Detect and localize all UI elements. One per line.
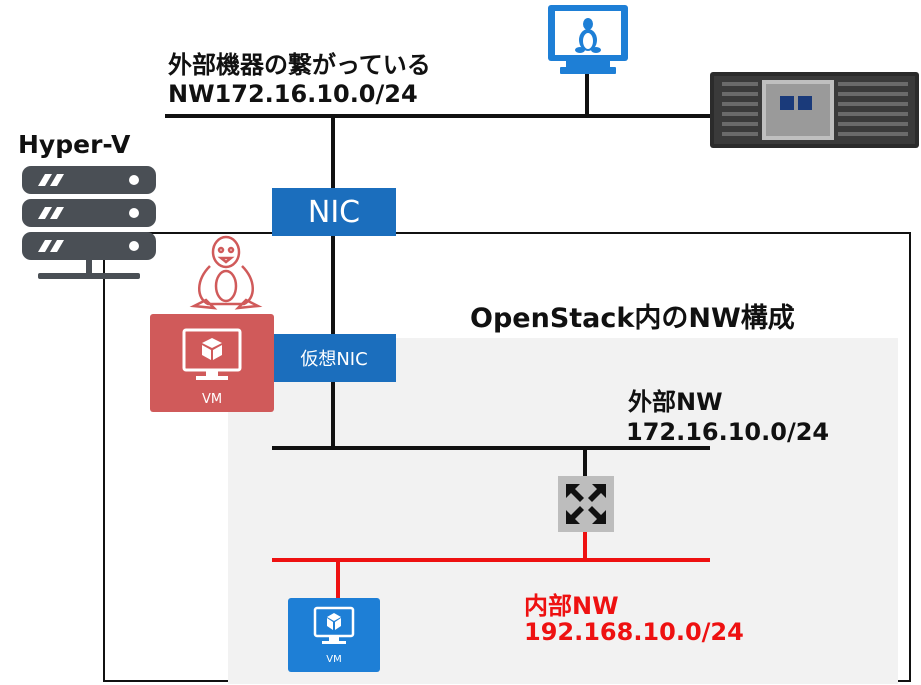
internal-network-subnet: 192.168.10.0/24	[524, 618, 744, 646]
linux-penguin-icon	[189, 235, 263, 310]
router-uplink-line	[583, 448, 587, 478]
storage-appliance-icon	[710, 72, 919, 148]
nic-uplink-line	[331, 114, 335, 448]
openstack-external-network-name: 外部NW	[628, 388, 723, 416]
virtual-nic-label: 仮想NIC	[300, 349, 368, 370]
monitor-drop-line	[585, 72, 589, 116]
openstack-external-network-bus	[272, 446, 710, 450]
openstack-title: OpenStack内のNW構成	[470, 303, 795, 334]
hyperv-server-icon	[22, 166, 156, 279]
router-downlink-line	[583, 532, 587, 562]
vm-blue-icon	[288, 598, 380, 672]
external-network-title: 外部機器の繋がっている	[168, 51, 431, 79]
external-network-bus	[165, 114, 710, 118]
openstack-external-network-subnet: 172.16.10.0/24	[626, 418, 830, 446]
physical-nic-box: NIC	[272, 188, 396, 236]
vm-blue-drop-line	[336, 560, 340, 600]
hyperv-label: Hyper-V	[18, 130, 131, 159]
vm-red-icon	[150, 314, 274, 412]
internal-network-bus	[272, 558, 710, 562]
router-switch-icon	[558, 476, 614, 532]
vm-blue-label: VM	[326, 654, 342, 665]
virtual-nic-box: 仮想NIC	[272, 334, 396, 382]
internal-network-name: 内部NW	[524, 592, 619, 620]
external-network-subnet: NW172.16.10.0/24	[168, 80, 418, 108]
linux-monitor-icon	[548, 5, 628, 74]
physical-nic-label: NIC	[307, 194, 361, 230]
vm-red-label: VM	[201, 392, 223, 407]
